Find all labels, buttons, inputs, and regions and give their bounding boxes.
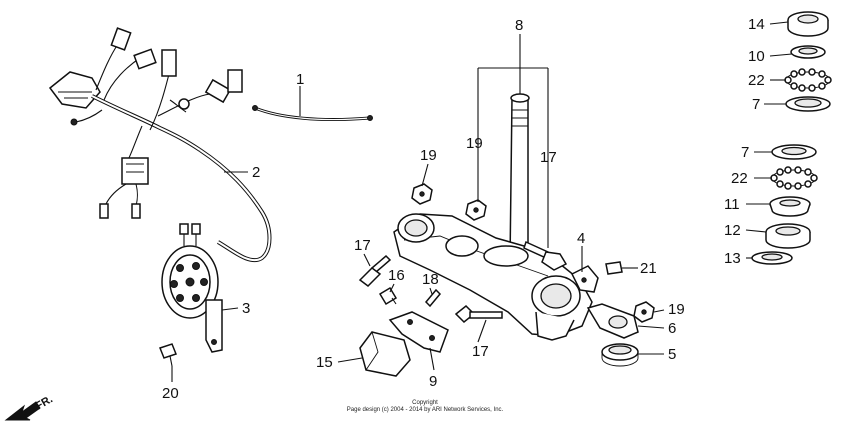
callout-8: 8 — [515, 17, 523, 34]
front-indicator: FR. — [4, 393, 55, 421]
callout-22-bottom: 22 — [731, 170, 748, 187]
steering-stem — [393, 93, 593, 341]
callout-11: 11 — [724, 196, 740, 213]
callout-12: 12 — [724, 222, 741, 239]
bolt-21 — [605, 261, 630, 275]
nut-19-right — [633, 301, 655, 323]
copyright-line-1: Copyright — [412, 400, 438, 406]
callout-13: 13 — [724, 250, 741, 267]
callout-22-top: 22 — [748, 72, 765, 89]
bearing-stack — [751, 11, 832, 265]
bracket-9 — [388, 311, 449, 353]
bracket-4 — [570, 265, 599, 293]
clamp-6 — [586, 303, 639, 339]
nut-19-stem — [465, 199, 487, 221]
callout-5: 5 — [668, 346, 676, 363]
callout-18: 18 — [422, 271, 439, 288]
callout-10: 10 — [748, 48, 765, 65]
bolt-17-lower — [454, 304, 503, 324]
callout-17-lower: 17 — [472, 343, 489, 360]
callout-4: 4 — [577, 230, 585, 247]
callout-7-top: 7 — [752, 96, 760, 113]
callout-19-stem: 19 — [466, 135, 483, 152]
rubber-15 — [359, 331, 411, 377]
callout-2: 2 — [252, 164, 260, 181]
callout-21: 21 — [640, 260, 657, 277]
bolt-17-right — [523, 240, 568, 271]
callout-16: 16 — [388, 267, 405, 284]
front-label: FR. — [34, 393, 55, 412]
callout-14: 14 — [748, 16, 765, 33]
callout-3: 3 — [242, 300, 250, 317]
bolt-17-left — [358, 254, 392, 287]
bolt-16 — [378, 286, 398, 306]
ring-5 — [601, 343, 639, 367]
callout-19-left: 19 — [420, 147, 437, 164]
callout-17-stem: 17 — [540, 149, 557, 166]
callout-19-right: 19 — [668, 301, 685, 318]
callout-7-bottom: 7 — [741, 144, 749, 161]
pin-18 — [424, 288, 442, 308]
front-arrow-icon — [4, 401, 41, 421]
callout-1: 1 — [296, 71, 304, 88]
callout-6: 6 — [668, 320, 676, 337]
callout-labels: 1 2 3 20 8 19 19 17 17 16 18 4 21 19 6 5… — [162, 16, 765, 402]
copyright-line-2: Page design (c) 2004 - 2014 by ARI Netwo… — [347, 407, 504, 413]
bolt-20 — [159, 343, 177, 367]
horn — [161, 223, 223, 353]
wire-harness — [48, 27, 272, 262]
nut-19-top — [411, 183, 433, 205]
callout-15: 15 — [316, 354, 333, 371]
callout-9: 9 — [429, 373, 437, 390]
callout-17-left: 17 — [354, 237, 371, 254]
leader-lines — [171, 21, 793, 382]
callout-20: 20 — [162, 385, 179, 402]
